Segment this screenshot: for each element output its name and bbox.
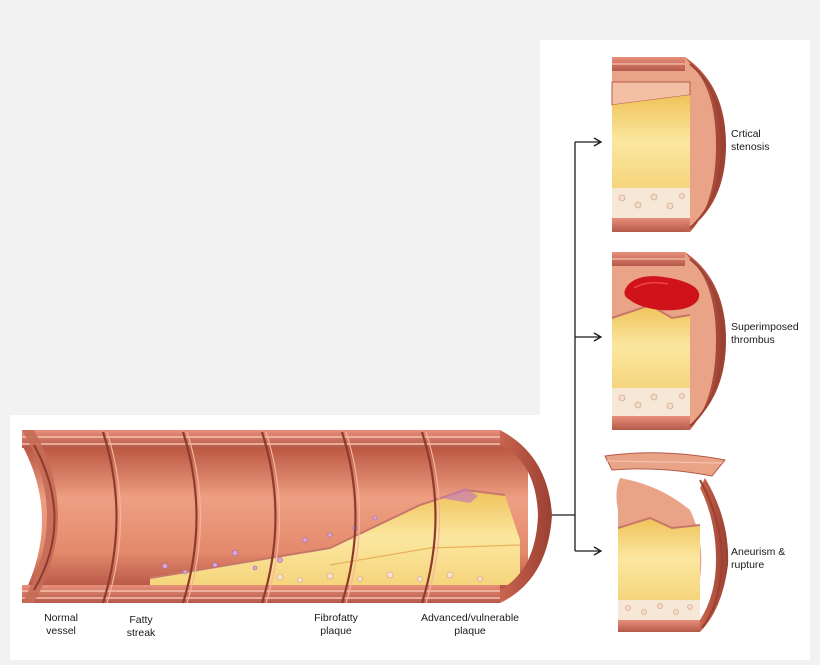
stage-label-normal-vessel: Normal vessel xyxy=(44,612,78,637)
stage-label-fatty-streak: Fatty streak xyxy=(126,614,156,639)
outcome-superimposed-thrombus xyxy=(611,252,726,430)
branch-arrows xyxy=(552,137,603,556)
outcome-label-superimposed-thrombus: Superimposed thrombus xyxy=(731,321,799,346)
vessel-progression xyxy=(22,430,552,604)
outcome-label-critical-stenosis: Crtical stenosis xyxy=(731,128,770,153)
outcome-label-aneurism-rupture: Aneurism & rupture xyxy=(731,546,786,571)
outcome-aneurism-rupture xyxy=(604,452,729,632)
stage-label-advanced-vulnerable-plaque: Advanced/vulnerable plaque xyxy=(420,612,520,637)
outcome-critical-stenosis xyxy=(611,57,726,232)
stage-label-fibrofatty-plaque: Fibrofatty plaque xyxy=(314,612,358,637)
